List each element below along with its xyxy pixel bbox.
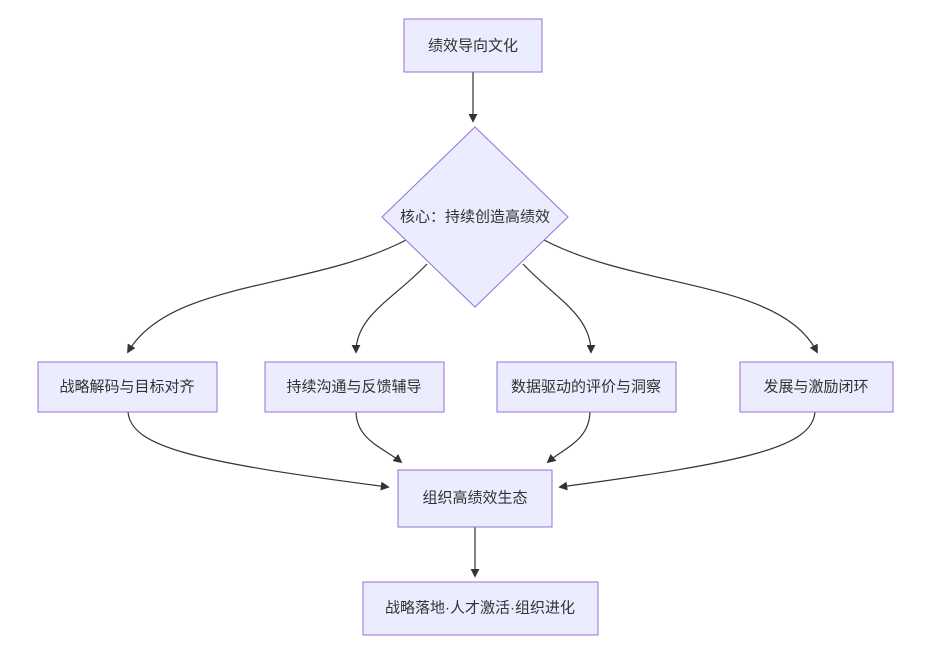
- node-communication: 持续沟通与反馈辅导: [264, 361, 445, 413]
- edge-core-communication: [351, 263, 428, 354]
- node-data-eval-box: [496, 361, 677, 413]
- edge-development-ecosystem: [558, 411, 816, 491]
- edge-communication-ecosystem: [355, 411, 403, 464]
- node-culture-box: [403, 18, 543, 73]
- node-outcome-label: 战略落地·人才激活·组织进化: [385, 600, 575, 617]
- node-data-eval-label: 数据驱动的评价与洞察: [511, 378, 661, 396]
- node-ecosystem-box: [397, 469, 553, 528]
- node-outcome: 战略落地·人才激活·组织进化: [362, 581, 599, 636]
- node-ecosystem: 组织高绩效生态: [397, 469, 553, 528]
- node-data-eval: 数据驱动的评价与洞察: [496, 361, 677, 413]
- node-culture-label: 绩效导向文化: [428, 38, 518, 55]
- node-strategy: 战略解码与目标对齐: [37, 361, 218, 413]
- edge-core-strategy: [127, 239, 407, 354]
- edge-data-eval-ecosystem: [546, 411, 591, 464]
- node-development-label: 发展与激励闭环: [763, 379, 868, 396]
- node-core-diamond: [381, 126, 569, 308]
- edge-core-development: [543, 239, 818, 354]
- node-ecosystem-label: 组织高绩效生态: [422, 490, 527, 507]
- node-development: 发展与激励闭环: [739, 361, 894, 413]
- edge-layer: [127, 72, 818, 578]
- node-strategy-box: [37, 361, 218, 413]
- node-core-label: 核心：持续创造高绩效: [400, 209, 550, 226]
- edge-core-data-eval: [522, 263, 596, 354]
- node-strategy-label: 战略解码与目标对齐: [59, 379, 194, 396]
- node-communication-label: 持续沟通与反馈辅导: [286, 379, 421, 396]
- node-communication-box: [264, 361, 445, 413]
- node-layer: 绩效导向文化 核心：持续创造高绩效 战略解码与目标对齐 持续沟通与反馈辅导 数据…: [37, 18, 894, 636]
- node-development-box: [739, 361, 894, 413]
- node-core: 核心：持续创造高绩效: [381, 126, 569, 308]
- node-culture: 绩效导向文化: [403, 18, 543, 73]
- node-outcome-box: [362, 581, 599, 636]
- edge-strategy-ecosystem: [127, 411, 390, 491]
